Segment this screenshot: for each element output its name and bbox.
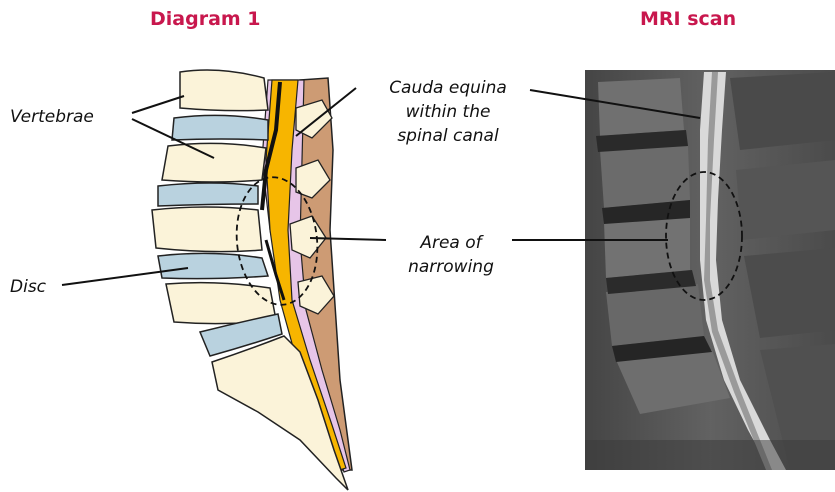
disc-2 bbox=[158, 183, 258, 206]
disc-1 bbox=[172, 115, 268, 140]
disc-3 bbox=[158, 253, 268, 278]
label-area-line1: Area of bbox=[419, 233, 484, 253]
vertebra-3 bbox=[152, 207, 262, 252]
label-cauda-line1: Cauda equina bbox=[389, 78, 507, 98]
vertebra-1 bbox=[180, 70, 268, 111]
label-cauda-line2: within the bbox=[406, 102, 491, 122]
label-area-line2: narrowing bbox=[408, 257, 494, 277]
label-disc: Disc bbox=[10, 277, 47, 297]
label-cauda-line3: spinal canal bbox=[397, 126, 499, 146]
vertebra-2 bbox=[162, 143, 266, 182]
spine-diagram bbox=[152, 70, 352, 490]
mri-scan-image bbox=[585, 70, 835, 470]
label-vertebrae: Vertebrae bbox=[10, 107, 94, 127]
